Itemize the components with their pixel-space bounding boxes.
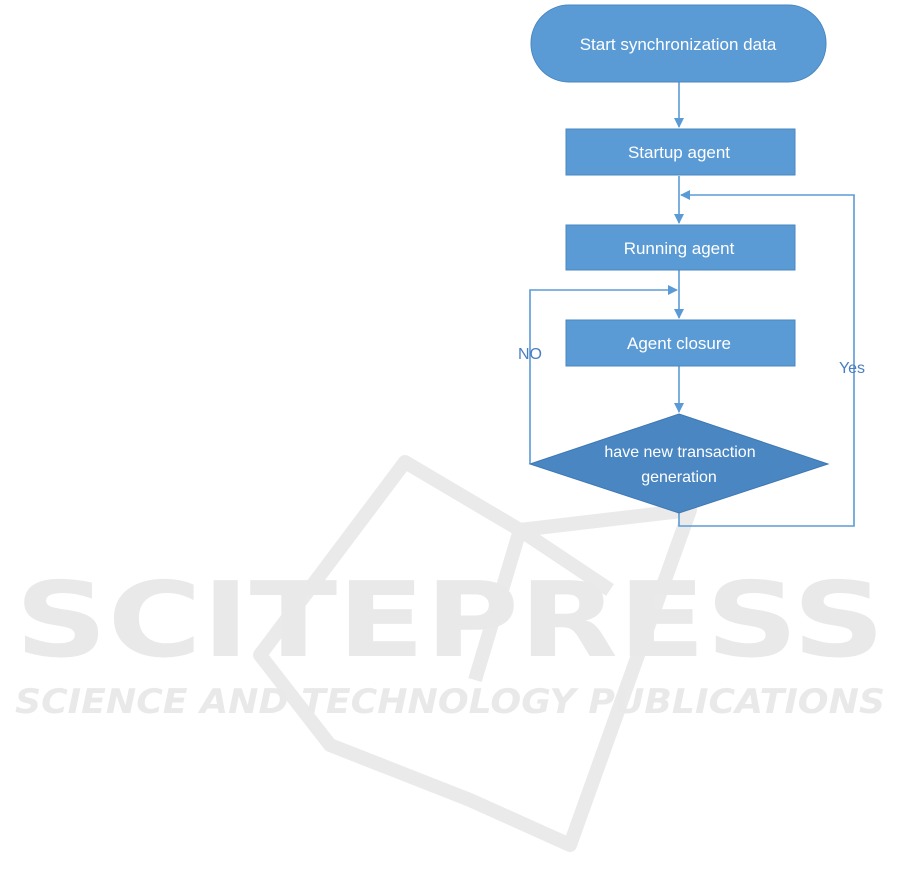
node-start-label: Start synchronization data: [580, 35, 777, 54]
edge-label-yes: Yes: [839, 360, 865, 377]
edge-label-no: NO: [518, 346, 542, 363]
node-decision-line2: generation: [641, 469, 717, 486]
watermark-title: SCITEPRESS: [15, 559, 885, 681]
node-startup-agent-label: Startup agent: [628, 143, 730, 162]
watermark-subtitle: SCIENCE AND TECHNOLOGY PUBLICATIONS: [15, 682, 885, 722]
node-running-agent-label: Running agent: [624, 239, 735, 258]
node-startup-agent: Startup agent: [566, 129, 795, 175]
watermark: SCITEPRESS SCIENCE AND TECHNOLOGY PUBLIC…: [15, 462, 885, 845]
node-agent-closure-label: Agent closure: [627, 334, 731, 353]
node-start: Start synchronization data: [531, 5, 826, 82]
node-decision-line1: have new transaction: [604, 444, 755, 461]
node-running-agent: Running agent: [566, 225, 795, 270]
node-decision: have new transaction generation: [530, 414, 828, 513]
node-agent-closure: Agent closure: [566, 320, 795, 366]
